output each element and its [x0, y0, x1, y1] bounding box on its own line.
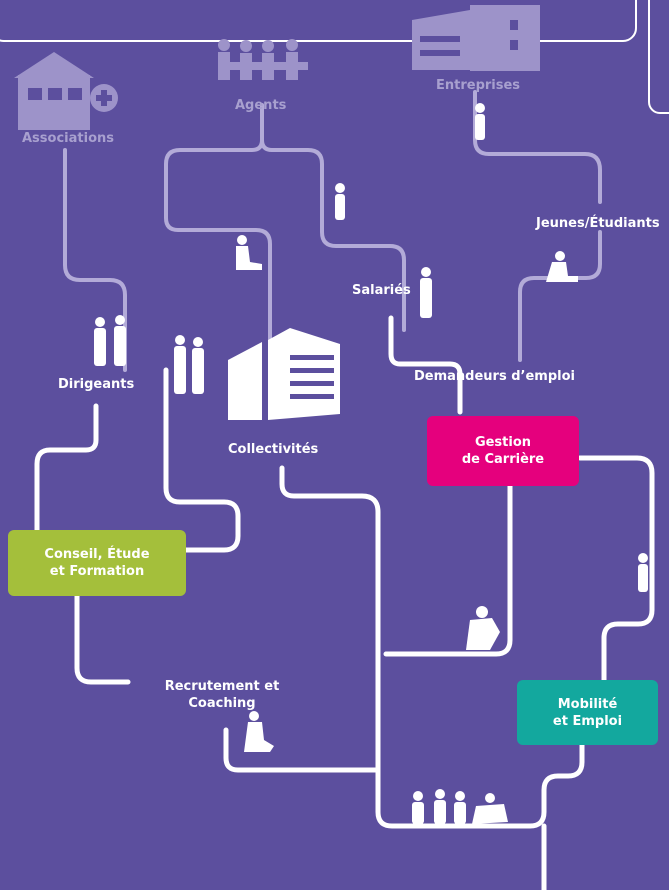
- sitting-person-icon: [236, 235, 262, 270]
- header-frame: [0, 0, 637, 42]
- seated-person-icon: [244, 711, 274, 752]
- wheelchair-user-icon: [546, 251, 578, 282]
- label-demandeurs-emploi: Demandeurs d’emploi: [414, 369, 575, 384]
- couple-icon: [174, 335, 204, 394]
- meeting-group-icon: [218, 39, 308, 80]
- standing-person-icon: [420, 267, 432, 318]
- mobilite-line2: et Emploi: [552, 713, 623, 729]
- silhouettes: [94, 103, 648, 824]
- walking-person-icon: [475, 103, 485, 140]
- crouching-person-icon: [466, 606, 500, 650]
- standing-person-icon: [335, 183, 345, 220]
- label-associations: Associations: [22, 131, 114, 146]
- office-building-icon: [412, 5, 540, 71]
- conseil-line1: Conseil, Étude: [44, 547, 150, 562]
- conseil-line2: et Formation: [49, 564, 145, 579]
- gestion-line2: de Carrière: [461, 452, 545, 467]
- label-collectivites: Collectivités: [228, 442, 319, 457]
- gestion-carriere-box: Gestion de Carrière: [427, 416, 579, 486]
- main-paths: [34, 315, 655, 890]
- conseil-etude-formation-box: Conseil, Étude et Formation: [8, 530, 186, 596]
- side-frame: [648, 0, 669, 114]
- recrutement-line1: Recrutement et: [164, 679, 280, 694]
- label-dirigeants: Dirigeants: [58, 377, 135, 392]
- gestion-line1: Gestion: [474, 435, 532, 450]
- town-hall-building-icon: [228, 328, 340, 420]
- recrutement-line2: Coaching: [188, 696, 256, 711]
- label-jeunes-etudiants: Jeunes/Étudiants: [536, 216, 660, 231]
- climbing-person-icon: [638, 553, 648, 592]
- label-agents: Agents: [235, 98, 287, 113]
- business-pair-icon: [94, 315, 126, 366]
- faded-icons: [14, 5, 540, 130]
- mobilite-line1: Mobilité: [557, 696, 618, 712]
- school-building-icon: [14, 52, 118, 130]
- label-salaries: Salariés: [352, 283, 411, 298]
- recrutement-coaching-label: Recrutement et Coaching: [165, 678, 280, 712]
- faded-paths: [63, 90, 602, 372]
- label-entreprises: Entreprises: [436, 78, 521, 93]
- group-discussion-icon: [412, 789, 508, 824]
